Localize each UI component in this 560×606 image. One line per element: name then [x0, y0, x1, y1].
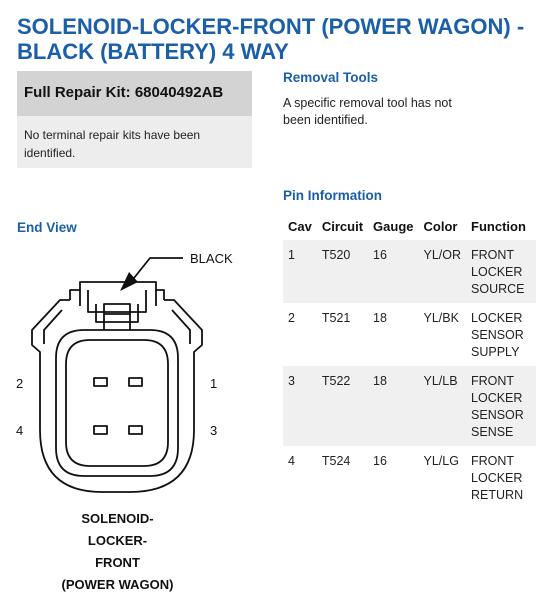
connector-name-line: SOLENOID- [81, 511, 154, 526]
callout-label-black: BLACK [190, 251, 233, 266]
cavity-2 [93, 377, 108, 387]
cell-circuit: T520 [316, 240, 369, 303]
connector-inner-face [55, 329, 179, 477]
repair-kit-box: Full Repair Kit: 68040492AB No terminal … [17, 71, 252, 168]
connector-outer-housing [31, 299, 203, 493]
cell-function: FRONT LOCKER SENSOR SENSE [466, 366, 537, 446]
pin-label-3: 3 [210, 423, 217, 438]
cell-gauge: 18 [368, 366, 419, 446]
connector-name-line: FRONT [95, 555, 140, 570]
cell-function: LOCKER SENSOR SUPPLY [471, 311, 524, 359]
connector-latch-tower [69, 281, 165, 300]
repair-kit-note: No terminal repair kits have been identi… [17, 116, 252, 168]
table-row: 3 T522 18 YL/LB FRONT LOCKER SENSOR SENS… [283, 366, 537, 446]
removal-tools-text: A specific removal tool has not been ide… [283, 96, 452, 127]
cell-function: FRONT LOCKER SOURCE [466, 240, 537, 303]
cell-gauge: 18 [373, 311, 387, 325]
connector-name-line: LOCKER- [87, 533, 148, 548]
repair-kit-heading: Full Repair Kit: 68040492AB [17, 71, 252, 116]
pin-table-header: Cav Circuit Gauge Color Function [283, 214, 536, 240]
pin-label-1: 1 [210, 376, 217, 391]
col-cav: Cav [288, 219, 312, 234]
cavity-4 [93, 425, 108, 435]
connector-name-line: (POWER WAGON) [61, 577, 174, 592]
cell-function: FRONT LOCKER RETURN [471, 454, 524, 502]
end-view-heading: End View [17, 220, 77, 235]
connector-end-view-diagram: BLACK 2 1 4 3 [16, 251, 233, 493]
table-row: 1 T520 16 YL/OR FRONT LOCKER SOURCE [283, 240, 537, 303]
cell-color: YL/OR [418, 240, 467, 303]
cell-color: YL/BK [423, 311, 459, 325]
cavity-1 [128, 377, 143, 387]
cell-cav: 4 [288, 454, 295, 468]
table-row: 2 T521 18 YL/BK LOCKER SENSOR SUPPLY [283, 303, 536, 366]
cell-circuit: T524 [321, 454, 351, 468]
cell-color: YL/LB [418, 366, 467, 446]
removal-tools-heading: Removal Tools [283, 70, 379, 85]
pin-label-2: 2 [16, 376, 23, 391]
cell-gauge: 16 [368, 240, 419, 303]
pin-label-4: 4 [16, 423, 23, 438]
pin-information-heading: Pin Information [283, 188, 382, 203]
table-row: 4 T524 16 YL/LG FRONT LOCKER RETURN [283, 446, 536, 509]
cell-cav: 1 [283, 240, 317, 303]
cell-gauge: 16 [373, 454, 387, 468]
cell-circuit: T521 [321, 311, 351, 325]
cell-color: YL/LG [423, 454, 459, 468]
col-color: Color [423, 219, 458, 234]
cell-cav: 2 [288, 311, 295, 325]
cell-circuit: T522 [316, 366, 369, 446]
cavity-3 [128, 425, 143, 435]
cell-cav: 3 [283, 366, 317, 446]
pin-table: Cav Circuit Gauge Color Function 1 T520 … [283, 214, 537, 509]
col-gauge: Gauge [373, 219, 414, 234]
connector-name-label: SOLENOID- LOCKER- FRONT (POWER WAGON) [45, 508, 190, 596]
page-title: SOLENOID-LOCKER-FRONT (POWER WAGON) - BL… [17, 14, 525, 64]
col-circuit: Circuit [321, 219, 364, 234]
col-function: Function [471, 219, 526, 234]
callout-leader [129, 257, 183, 284]
callout-arrowhead [120, 272, 138, 291]
